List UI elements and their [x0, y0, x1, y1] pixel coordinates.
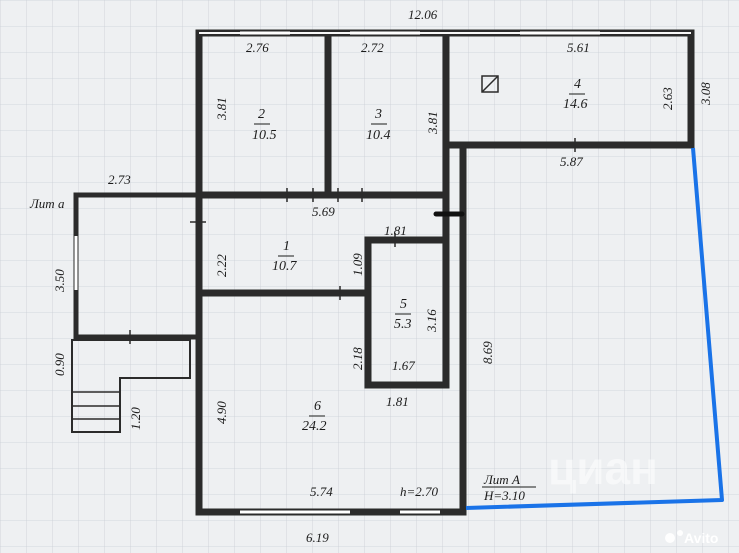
- dim-r4-width-top: 5.61: [567, 40, 590, 55]
- room-4-number: 4: [574, 77, 581, 92]
- room-5-area: 5.3: [394, 317, 412, 332]
- dim-r4-height: 2.63: [660, 87, 675, 110]
- lit-small-label: Лит а: [29, 196, 65, 211]
- dim-porch-depth: 0.90: [52, 353, 67, 376]
- dim-r5-side-left: 1.09: [350, 253, 365, 276]
- dim-r2-height: 3.81: [214, 97, 229, 121]
- room-3-area: 10.4: [366, 128, 391, 143]
- avito-logo-icon: [665, 533, 675, 543]
- room-6-area: 24.2: [302, 419, 327, 434]
- dim-r5-gap-height: 2.18: [350, 347, 365, 370]
- dim-r6-height: 4.90: [214, 401, 229, 424]
- avito-brand: Avito: [684, 530, 718, 546]
- dim-r3-width: 2.72: [361, 40, 384, 55]
- room-1-number: 1: [283, 239, 290, 254]
- dim-bottom-overall: 6.19: [306, 530, 329, 545]
- dim-r3-height: 3.81: [425, 111, 440, 135]
- room6-height-label: h=2.70: [400, 484, 439, 499]
- room-3-number: 3: [374, 107, 382, 122]
- porch-outline: [71, 339, 191, 433]
- lit-main-label: Лит А: [483, 472, 520, 487]
- room-3-label: 3 10.4: [366, 107, 391, 143]
- door-marks: [129, 138, 576, 344]
- room-1-label: 1 10.7: [272, 239, 298, 274]
- room-4-label: 4 14.6: [563, 77, 588, 112]
- stairs: [72, 391, 120, 420]
- room-5-number: 5: [400, 297, 407, 312]
- windows: [74, 31, 600, 514]
- walls: [195, 29, 695, 516]
- dim-top-overall: 12.06: [408, 7, 438, 22]
- dim-hall-height: 2.22: [214, 254, 229, 277]
- dim-annex-width: 2.73: [108, 172, 131, 187]
- dim-r5-side-right: 3.16: [424, 309, 439, 333]
- room-6-number: 6: [314, 399, 321, 414]
- main-height-label: H=3.10: [483, 488, 525, 503]
- cian-watermark: циан: [548, 442, 658, 494]
- avito-badge: Avito: [665, 530, 718, 546]
- room-2-label: 2 10.5: [252, 107, 277, 143]
- room-2-number: 2: [258, 107, 265, 122]
- dim-r2-width: 2.76: [246, 40, 269, 55]
- dim-r4-width-bottom: 5.87: [560, 154, 583, 169]
- room-5-label: 5 5.3: [394, 297, 412, 332]
- room-6-label: 6 24.2: [302, 399, 327, 434]
- dim-r5-bottom: 1.67: [392, 358, 415, 373]
- dim-r6-width: 5.74: [310, 484, 333, 499]
- room-5-walls: [364, 236, 450, 389]
- dim-r6-right: 1.81: [386, 394, 409, 409]
- dim-r5-top: 1.81: [384, 223, 407, 238]
- chimney-icon: [481, 75, 499, 93]
- room-1-area: 10.7: [272, 259, 298, 274]
- window-frames: [240, 29, 600, 516]
- dim-right-overall: 8.69: [480, 341, 495, 364]
- dim-stairs: 1.20: [128, 407, 143, 430]
- terrace-outline: [465, 147, 724, 510]
- dim-outer-right: 3.08: [698, 82, 713, 106]
- dim-hall-width: 5.69: [312, 204, 335, 219]
- dim-annex-height: 3.50: [52, 269, 67, 293]
- room-4-area: 14.6: [563, 97, 588, 112]
- room-2-area: 10.5: [252, 128, 277, 143]
